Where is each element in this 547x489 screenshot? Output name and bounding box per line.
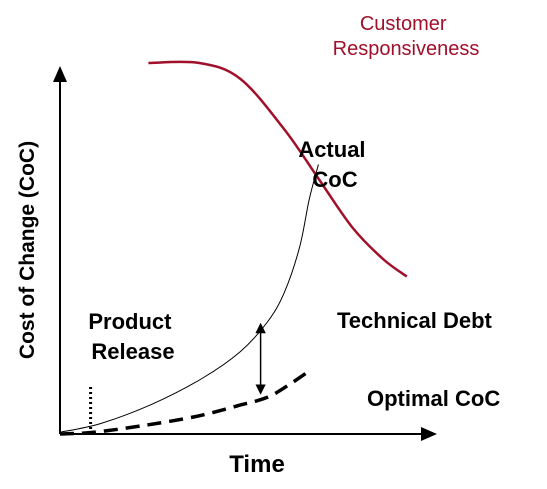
annotation-label-product-release: Product Release: [88, 309, 177, 364]
y-axis-label: Cost of Change (CoC): [16, 141, 39, 359]
series-optimal-coc-line: [59, 367, 313, 436]
label-line: CoC: [312, 167, 357, 192]
series-actual-coc-line: [59, 164, 319, 433]
axes: [53, 66, 437, 441]
label-line: Responsiveness: [333, 38, 480, 60]
series-customer-responsiveness-line: [148, 60, 408, 278]
annotation-label-technical-debt: Technical Debt: [337, 308, 493, 333]
x-axis-arrow-icon: [421, 427, 437, 441]
label-line: Actual: [298, 137, 365, 162]
series-label-customer-responsiveness: Customer Responsiveness: [333, 13, 480, 60]
series-label-actual-coc: Actual CoC: [298, 137, 371, 192]
label-line: Product: [88, 309, 172, 334]
label-line: Customer: [360, 13, 447, 35]
label-line: Release: [91, 339, 174, 364]
x-axis-label: Time: [229, 451, 285, 478]
y-axis-arrow-icon: [53, 66, 67, 82]
series-label-optimal-coc: Optimal CoC: [367, 386, 500, 411]
